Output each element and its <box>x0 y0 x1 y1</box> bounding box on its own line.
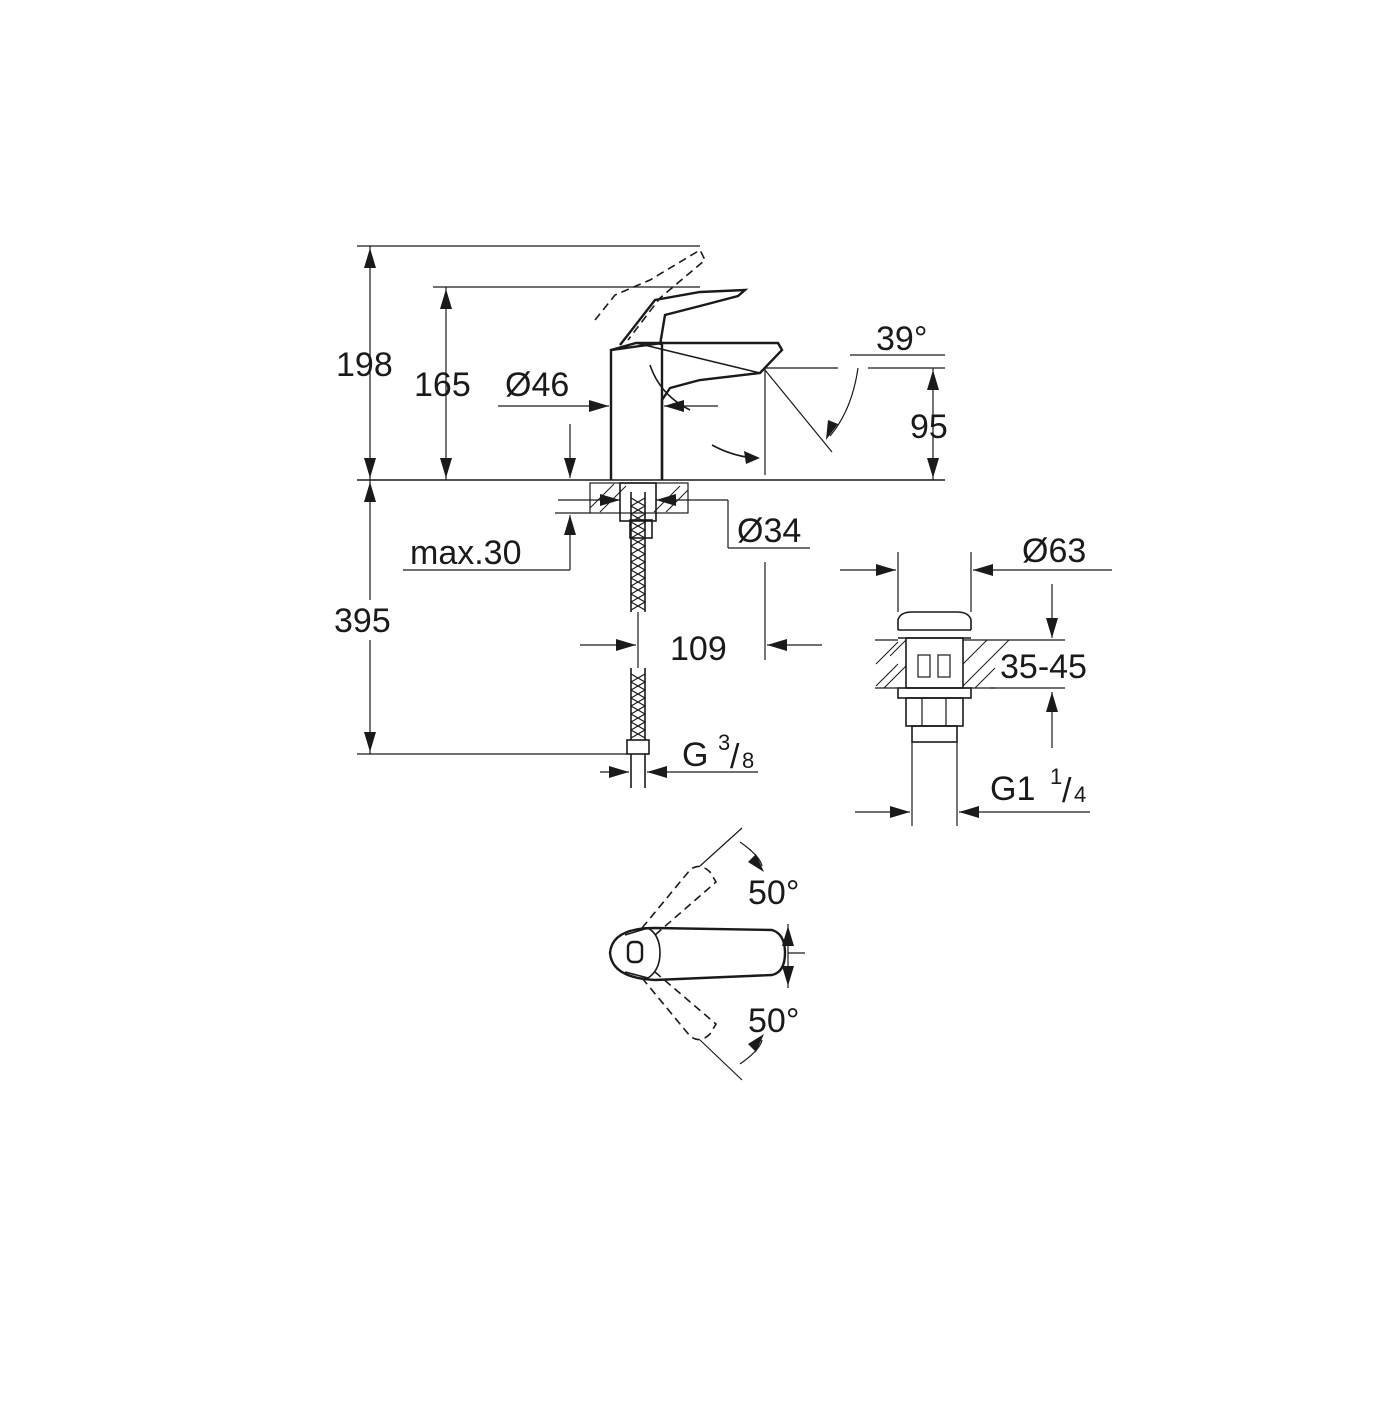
lever-raised-outline <box>594 248 706 341</box>
waste-cap <box>897 611 972 630</box>
supply-hose <box>626 492 650 788</box>
top-view-indicator <box>626 940 644 964</box>
dimension-d46: Ø46 <box>498 366 718 412</box>
dimension-95: 95 <box>868 367 948 480</box>
waste-nut <box>905 697 964 727</box>
dim-g-numerator: 3 <box>718 730 730 755</box>
dim-g1-label: G1 <box>990 770 1035 808</box>
mounting-nut <box>619 482 657 522</box>
dimension-max30: max.30 <box>403 424 590 572</box>
dim-max30-label: max.30 <box>410 534 522 572</box>
dim-d34-label: Ø34 <box>737 512 801 550</box>
top-view-lever-head <box>624 927 661 979</box>
flow-arrow <box>744 451 760 464</box>
dim-g1-numerator: 1 <box>1050 764 1062 789</box>
dim-395-label: 395 <box>334 602 391 640</box>
dim-165-label: 165 <box>414 366 471 404</box>
dimension-35-45: 35-45 <box>990 584 1087 748</box>
faucet-body <box>609 341 664 480</box>
dim-g-slash: / <box>730 738 740 776</box>
lever-left-position <box>641 865 718 936</box>
basin-hatch-right <box>962 639 1065 689</box>
dimension-g114: G1 1 / 4 <box>855 742 1090 826</box>
faucet-top-view: 50° 50° <box>608 827 805 1081</box>
dim-d46-label: Ø46 <box>505 366 569 404</box>
dim-g-label: G <box>682 736 708 774</box>
dimension-109: 109 <box>580 562 822 668</box>
dim-109-label: 109 <box>670 630 727 668</box>
basin-hatch-left <box>875 639 907 689</box>
dimension-395: 395 <box>330 480 627 755</box>
faucet-lever <box>619 288 749 346</box>
angle-line-bottom <box>699 1039 743 1081</box>
waste-body <box>905 637 964 689</box>
dim-g1-denominator: 4 <box>1074 782 1086 807</box>
body-inner-curve <box>649 364 691 411</box>
dimension-39deg: 39° <box>764 320 945 475</box>
faucet-side-view <box>357 248 945 788</box>
dim-35-45-label: 35-45 <box>1000 648 1087 686</box>
spout-edge <box>635 342 761 374</box>
dim-d63-label: Ø63 <box>1022 532 1086 570</box>
waste-nut-ring <box>897 687 972 699</box>
dimension-g38: G 3 / 8 <box>600 730 758 778</box>
waste-valve <box>875 611 1065 743</box>
dimension-198: 198 <box>336 245 700 480</box>
lever-right-position <box>641 971 718 1041</box>
dimension-165: 165 <box>414 286 700 480</box>
dimension-d34: Ø34 <box>558 494 810 550</box>
dim-95-label: 95 <box>910 408 948 446</box>
dim-198-label: 198 <box>336 346 393 384</box>
dim-39-label: 39° <box>876 320 927 358</box>
dim-g1-slash: / <box>1062 772 1072 810</box>
dim-g-denominator: 8 <box>742 748 754 773</box>
angle-line-top <box>699 827 743 867</box>
dimension-d63: Ø63 <box>840 532 1112 612</box>
waste-tail <box>911 725 958 743</box>
top-view-body <box>608 926 787 982</box>
angle-50-top-label: 50° <box>748 874 799 912</box>
angle-50-bottom-label: 50° <box>748 1002 799 1040</box>
